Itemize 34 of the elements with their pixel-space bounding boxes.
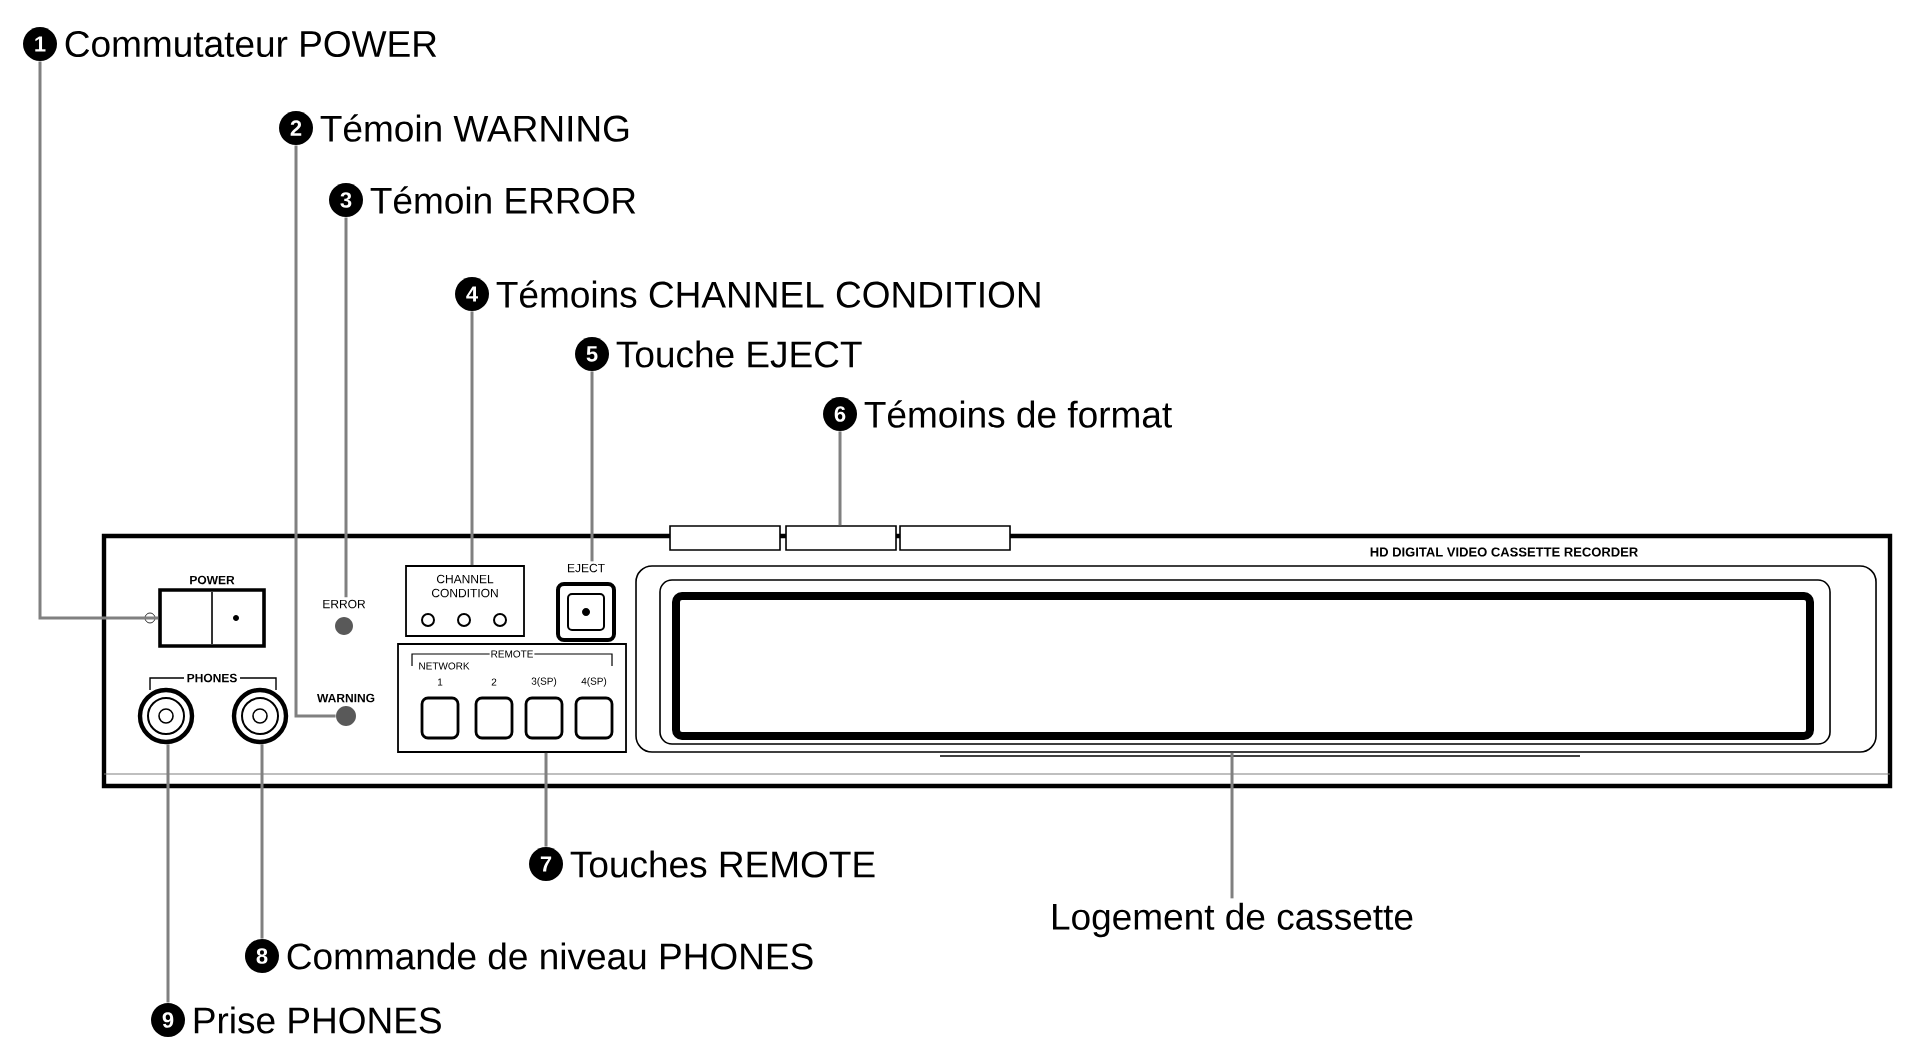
callout-text: Touches REMOTE [570,850,875,878]
callout-text: Commande de niveau PHONES [287,942,813,970]
callout-text: Logement de cassette [1053,902,1413,938]
callout-number: 9 [151,1003,185,1037]
callout-number: 5 [575,337,609,371]
callout-number: 1 [23,27,57,61]
callout-number: 4 [455,277,489,311]
callout-text: Commutateur POWER [65,30,437,58]
headphone-jack [137,687,195,745]
format-indicator [899,525,1011,551]
callout-number: 2 [279,111,313,145]
callout-text: Témoin WARNING [320,114,629,142]
callout-text: Touche EJECT [616,340,862,368]
leader-line [1230,752,1234,899]
leader-line [294,145,336,718]
leader-line [590,371,594,562]
leader-line [260,744,264,939]
callout-number: 8 [245,939,279,973]
callout-number: 6 [823,397,857,431]
leader-line [838,431,842,526]
leader-line [470,311,474,566]
format-indicator [785,525,897,551]
level-knob [231,687,289,745]
callout-text: Témoins CHANNEL CONDITION [496,280,1040,308]
callout-text: Témoins de format [864,400,1172,428]
leader-line [344,217,348,598]
leader-line [544,752,548,847]
leader-line [166,744,170,1003]
callout-number: 7 [529,847,563,881]
callout-number: 3 [329,183,363,217]
callout-text: Prise PHONES [194,1006,441,1034]
leader-line [38,61,159,620]
callout-text: Témoin ERROR [370,186,636,214]
format-indicator [669,525,781,551]
